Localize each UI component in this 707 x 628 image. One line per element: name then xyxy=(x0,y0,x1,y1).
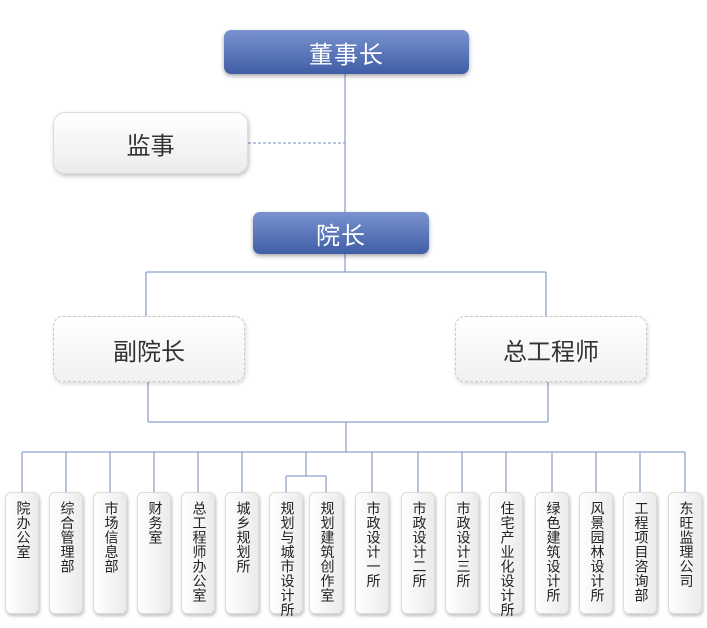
chief-engineer-box: 总工程师 xyxy=(455,316,647,382)
president-label: 院长 xyxy=(316,221,366,250)
dept-label: 综合管理部 xyxy=(58,501,75,574)
dept-box: 风景园林设计所 xyxy=(579,492,613,614)
dept-label: 规划建筑创作室 xyxy=(318,501,335,603)
supervisor-label: 监事 xyxy=(126,131,175,160)
dept-box: 市政设计一所 xyxy=(355,492,389,614)
dept-label: 总工程师办公室 xyxy=(190,501,207,603)
dept-box: 住宅产业化设计所 xyxy=(489,492,523,617)
dept-box: 综合管理部 xyxy=(49,492,83,614)
chairman-box: 董事长 xyxy=(224,30,469,74)
dept-label: 市政设计三所 xyxy=(454,501,471,588)
dept-box: 工程项目咨询部 xyxy=(623,492,657,614)
supervisor-box: 监事 xyxy=(53,112,248,174)
chairman-label: 董事长 xyxy=(309,40,384,69)
dept-box: 总工程师办公室 xyxy=(181,492,215,614)
chief-engineer-label: 总工程师 xyxy=(503,337,599,366)
dept-label: 东旺监理公司 xyxy=(677,501,694,588)
dept-label: 财务室 xyxy=(146,501,163,545)
dept-box: 城乡规划所 xyxy=(225,492,259,614)
dept-label: 市政设计二所 xyxy=(410,501,427,588)
dept-box: 院办公室 xyxy=(5,492,39,614)
dept-label: 工程项目咨询部 xyxy=(632,501,649,603)
dept-box: 规划建筑创作室 xyxy=(309,492,343,614)
dept-box: 规划与城市设计所 xyxy=(269,492,303,617)
dept-label: 住宅产业化设计所 xyxy=(498,501,515,617)
dept-label: 绿色建筑设计所 xyxy=(544,501,561,603)
dept-label: 城乡规划所 xyxy=(234,501,251,574)
dept-box: 财务室 xyxy=(137,492,171,614)
dept-box: 东旺监理公司 xyxy=(668,492,702,614)
dept-label: 市政设计一所 xyxy=(364,501,381,588)
dept-label: 市场信息部 xyxy=(102,501,119,574)
dept-box: 绿色建筑设计所 xyxy=(535,492,569,614)
dept-label: 规划与城市设计所 xyxy=(278,501,295,617)
dept-label: 风景园林设计所 xyxy=(588,501,605,603)
president-box: 院长 xyxy=(253,212,429,254)
dept-label: 院办公室 xyxy=(14,501,31,559)
dept-box: 市场信息部 xyxy=(93,492,127,614)
vice-president-label: 副院长 xyxy=(113,337,185,366)
dept-box: 市政设计三所 xyxy=(445,492,479,614)
dept-box: 市政设计二所 xyxy=(401,492,435,614)
vice-president-box: 副院长 xyxy=(53,316,245,382)
